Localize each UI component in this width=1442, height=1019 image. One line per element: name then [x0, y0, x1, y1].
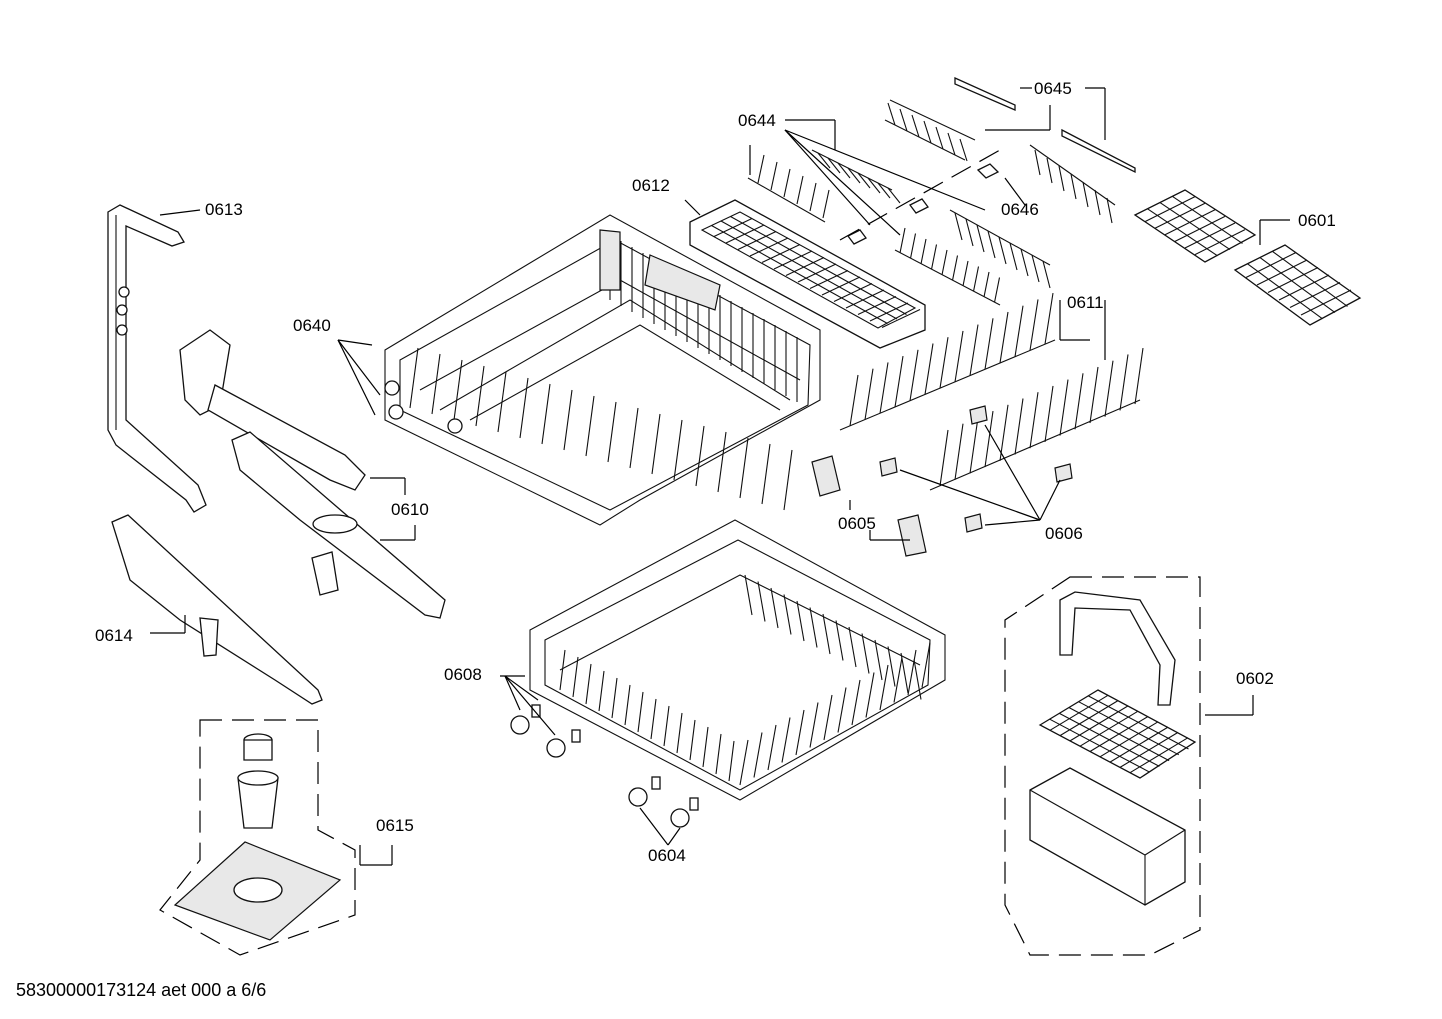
wheels-0608-0604: [500, 675, 699, 846]
label-0613: 0613: [205, 200, 243, 219]
rack-strip-0644b: [894, 209, 1051, 306]
label-0610: 0610: [391, 500, 429, 519]
label-0601: 0601: [1298, 211, 1336, 230]
cup-shelf-0645: [884, 76, 1136, 224]
label-0608: 0608: [444, 665, 482, 684]
tine-rows-0611: [839, 293, 1144, 491]
clip-0646: [839, 149, 1026, 245]
cutlery-tray-0612: [684, 199, 926, 349]
label-0646: 0646: [1001, 200, 1039, 219]
label-0615: 0615: [376, 816, 414, 835]
label-0602: 0602: [1236, 669, 1274, 688]
cutlery-basket-0602: [1004, 576, 1254, 956]
label-0645: 0645: [1034, 79, 1072, 98]
filter-group-0615: [159, 719, 393, 956]
clips-0605: [811, 455, 927, 557]
label-0611: 0611: [1067, 293, 1104, 312]
spray-arm-0610: [179, 329, 446, 619]
label-0606: 0606: [1045, 524, 1083, 543]
spray-pipe-0613: [107, 204, 207, 513]
label-0605: 0605: [838, 514, 876, 533]
folding-racks-0644: [747, 119, 986, 236]
label-0614: 0614: [95, 626, 133, 645]
drawing-number-footer: 58300000173124 aet 000 a 6/6: [16, 980, 267, 1000]
spray-arm-0614: [111, 514, 323, 705]
lower-basket: [529, 519, 946, 801]
insert-grids-0601: [1133, 189, 1362, 326]
clips-0606: [879, 405, 1073, 533]
label-0612: 0612: [632, 176, 670, 195]
upper-basket-0640: [337, 214, 821, 526]
label-0644: 0644: [738, 111, 776, 130]
label-0604: 0604: [648, 846, 686, 865]
label-0640: 0640: [293, 316, 331, 335]
